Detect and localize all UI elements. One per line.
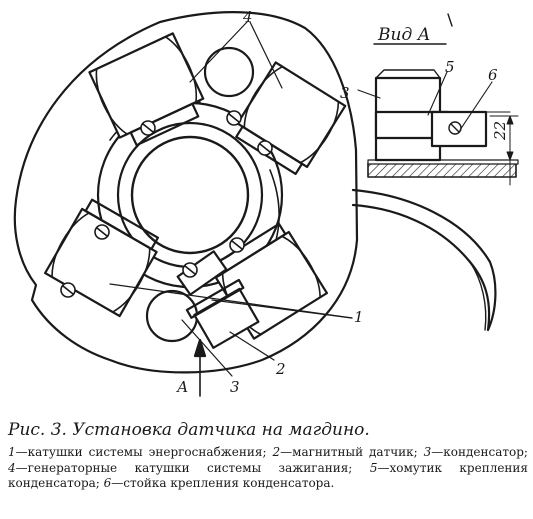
callout-3-view: 3 <box>340 84 350 102</box>
legend-item-2: 2—магнитный датчик; <box>272 445 418 459</box>
lever-arm <box>351 188 497 332</box>
coil-bottom-left <box>44 198 160 318</box>
magneto-diagram: Вид А 22 4 3 5 6 1 2 3 А <box>13 8 519 397</box>
legend-item-5: 5—хомутик крепления конденсатора; <box>8 460 528 491</box>
callout-2: 2 <box>275 360 286 378</box>
sensor-bracket <box>176 250 228 296</box>
dimension-label: 22 <box>491 121 509 141</box>
inset-stand <box>430 110 488 148</box>
inset-base-plate <box>367 162 517 178</box>
callout-3-main: 3 <box>230 378 240 396</box>
callout-1: 1 <box>354 308 364 326</box>
lever-tip <box>469 261 487 331</box>
coil-top-left <box>88 32 205 147</box>
condenser-top <box>203 46 255 98</box>
rotor <box>130 135 250 255</box>
arrow-label: А <box>176 378 188 396</box>
legend-item-1: 1—катушки системы энергоснабжения; <box>8 445 267 459</box>
legend-item-6: 6—стойка крепления конденсатора. <box>103 476 335 490</box>
legend-item-4: 4—генераторные катушки системы зажигания… <box>8 460 353 475</box>
callout-5: 5 <box>445 58 455 76</box>
legend-item-3: 3—конденсатор; <box>423 445 528 459</box>
figure-legend: 1—катушки системы энергоснабжения; 2—маг… <box>8 445 528 492</box>
callout-6: 6 <box>488 66 498 84</box>
view-label: Вид А <box>377 25 431 45</box>
coil-top-right <box>235 61 347 176</box>
figure-caption-title: Рис. 3. Установка датчика на магдино. <box>8 420 370 440</box>
callout-4: 4 <box>242 8 253 26</box>
